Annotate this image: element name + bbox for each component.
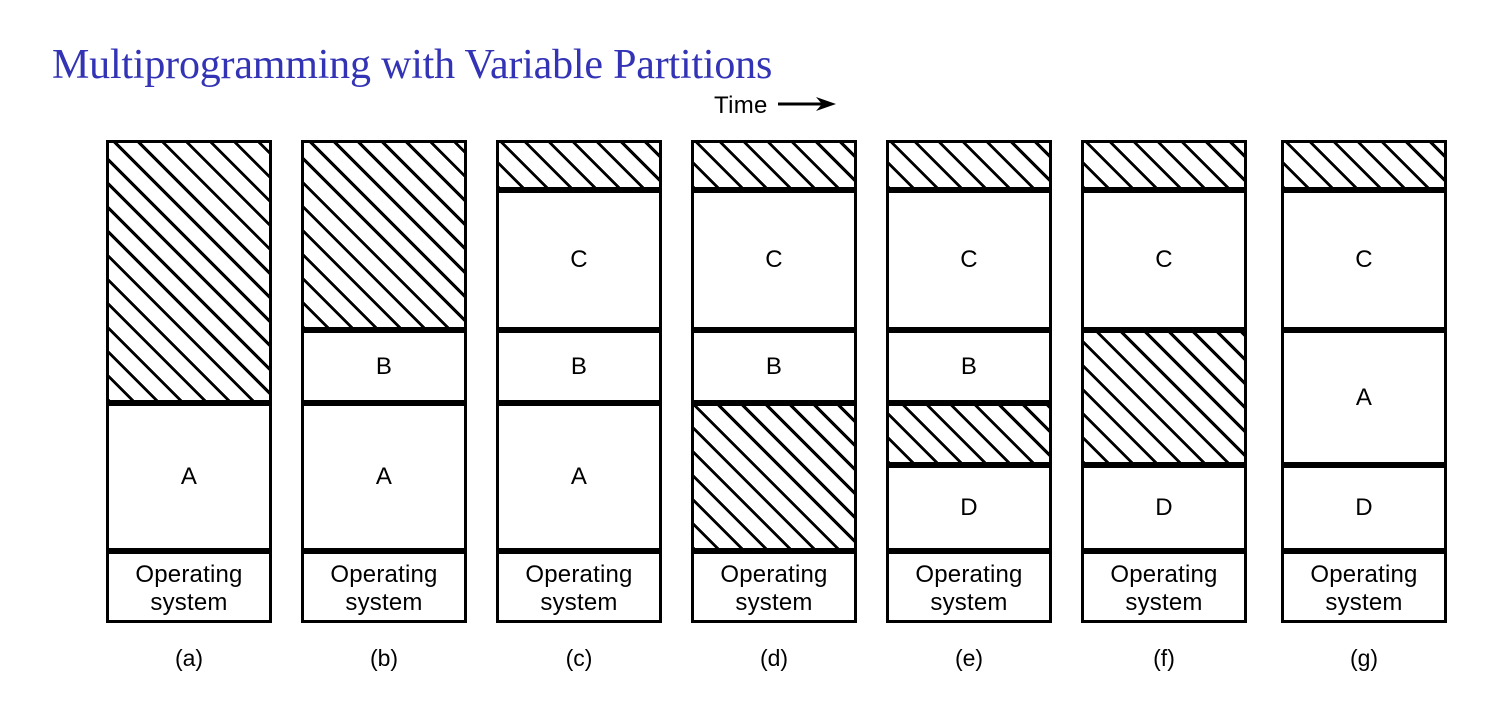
time-axis-text: Time [714,92,768,119]
memory-column-border [301,140,467,623]
operating-system-block: Operating system [886,551,1052,623]
operating-system-label: Operating system [1310,560,1418,616]
memory-column-c: C B A Operating system [496,140,662,623]
process-block-b: B [496,330,662,403]
process-label: B [960,352,978,380]
process-block-a: A [106,403,272,551]
free-memory-block [1081,140,1247,190]
free-memory-block [886,140,1052,190]
operating-system-label: Operating system [720,560,828,616]
process-block-a: A [496,403,662,551]
free-memory-block [691,403,857,551]
process-label: B [570,352,588,380]
operating-system-block: Operating system [1281,551,1447,623]
process-block-c: C [691,190,857,330]
process-block-d: D [1081,465,1247,551]
process-block-d: D [1281,465,1447,551]
memory-column-g: C A D Operating system [1281,140,1447,623]
column-caption: (e) [954,645,984,671]
process-label: A [375,463,393,490]
process-label: D [1155,494,1173,521]
process-block-c: C [496,190,662,330]
process-block-b: B [886,330,1052,403]
process-label: A [180,463,198,490]
memory-column-border [1281,140,1447,623]
free-memory-block [691,140,857,190]
memory-column-e: C B D Operating system [886,140,1052,623]
column-caption: (g) [1349,645,1379,671]
memory-column-d: C B Operating system [691,140,857,623]
process-label: C [1155,246,1173,273]
memory-column-border [496,140,662,623]
process-block-c: C [1081,190,1247,330]
process-label: B [375,352,393,380]
column-caption: (d) [759,645,789,671]
process-block-a: A [1281,330,1447,465]
operating-system-block: Operating system [301,551,467,623]
operating-system-block: Operating system [496,551,662,623]
column-caption: (a) [174,645,204,671]
process-block-b: B [691,330,857,403]
operating-system-label: Operating system [915,560,1023,616]
process-label: C [1355,246,1373,273]
memory-column-border [1081,140,1247,623]
free-memory-block [886,403,1052,465]
operating-system-label: Operating system [525,560,633,616]
process-label: B [765,352,783,380]
page-title: Multiprogramming with Variable Partition… [52,42,773,89]
operating-system-label: Operating system [330,560,438,616]
operating-system-block: Operating system [1081,551,1247,623]
process-label: D [1355,494,1373,521]
free-memory-block [1281,140,1447,190]
process-block-d: D [886,465,1052,551]
process-label: A [1355,383,1373,411]
right-arrow-icon [777,95,838,118]
operating-system-label: Operating system [1110,560,1218,616]
operating-system-block: Operating system [691,551,857,623]
operating-system-block: Operating system [106,551,272,623]
memory-column-border [886,140,1052,623]
process-label: C [765,246,783,273]
memory-column-border [106,140,272,623]
process-label: D [960,494,978,521]
process-label: A [570,463,588,490]
memory-column-a: A Operating system [106,140,272,623]
process-label: C [570,246,588,273]
time-axis-label: Time [714,92,838,120]
operating-system-label: Operating system [135,560,243,616]
process-block-c: C [1281,190,1447,330]
process-block-a: A [301,403,467,551]
process-block-b: B [301,330,467,403]
column-caption: (f) [1153,645,1175,671]
column-caption: (b) [369,645,399,671]
free-memory-block [301,140,467,330]
process-block-c: C [886,190,1052,330]
memory-column-b: B A Operating system [301,140,467,623]
free-memory-block [496,140,662,190]
process-label: C [960,246,978,273]
memory-column-border [691,140,857,623]
free-memory-block [1081,330,1247,465]
free-memory-block [106,140,272,403]
column-caption: (c) [565,645,593,671]
memory-column-f: C D Operating system [1081,140,1247,623]
